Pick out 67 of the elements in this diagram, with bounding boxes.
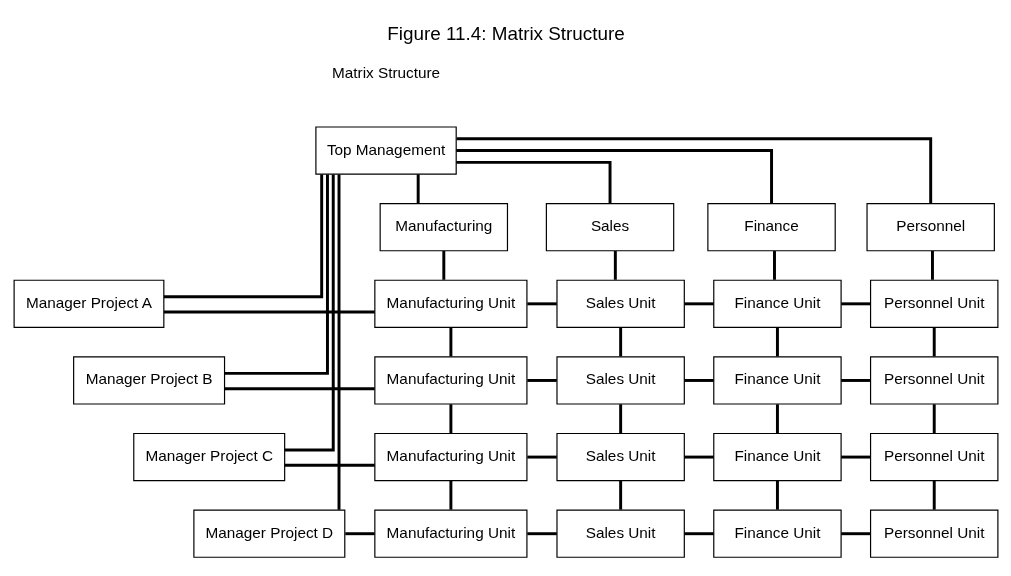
connector	[526, 301, 557, 305]
node-box: Manufacturing	[379, 202, 508, 251]
connector	[930, 250, 934, 280]
node-box: Sales Unit	[555, 279, 685, 328]
connector	[526, 378, 557, 382]
connector	[932, 480, 936, 510]
connector	[683, 378, 714, 382]
node-box: Manager Project D	[192, 509, 345, 558]
node-box: Finance Unit	[712, 355, 842, 405]
connector	[455, 148, 773, 203]
node-box: Sales Unit	[555, 355, 685, 405]
node-box: Manufacturing Unit	[373, 432, 527, 481]
connector	[840, 531, 870, 535]
connector	[840, 378, 870, 382]
connector	[613, 250, 617, 280]
node-box: Finance Unit	[712, 509, 842, 558]
connector	[932, 403, 936, 433]
node-box: Manager Project A	[13, 279, 164, 328]
connector	[683, 531, 714, 535]
diagram-title: Figure 11.4: Matrix Structure	[386, 22, 625, 44]
connector	[448, 327, 452, 356]
node-box: Sales Unit	[555, 509, 685, 558]
node-box: Personnel	[865, 202, 995, 251]
connector	[455, 160, 611, 203]
connector	[775, 327, 779, 356]
connector	[683, 455, 714, 459]
connector	[456, 136, 932, 203]
connector	[840, 301, 870, 305]
connector	[932, 327, 936, 356]
node-box: Personnel Unit	[869, 279, 998, 328]
connector	[618, 403, 622, 433]
node-box: Sales Unit	[555, 432, 685, 481]
node-box: Finance Unit	[712, 432, 842, 481]
node-box: Top Management	[314, 125, 457, 175]
connector	[772, 250, 776, 280]
node-box: Sales	[545, 202, 674, 251]
node-box: Manager Project B	[72, 355, 225, 405]
connector	[284, 463, 375, 467]
connector	[163, 310, 375, 314]
connector	[337, 174, 340, 510]
connector	[840, 455, 870, 459]
node-box: Personnel Unit	[869, 355, 998, 405]
connector	[526, 455, 557, 459]
connector	[441, 250, 445, 280]
node-box: Manufacturing Unit	[373, 509, 527, 558]
connector	[416, 173, 420, 203]
connector	[224, 173, 329, 375]
node-box: Manufacturing Unit	[373, 279, 527, 328]
connector	[284, 174, 335, 451]
node-box: Finance	[706, 202, 836, 251]
connector	[224, 386, 375, 390]
connector	[618, 327, 622, 356]
label: Matrix Structure	[331, 63, 440, 81]
connector	[775, 480, 779, 510]
connector	[344, 531, 375, 535]
node-box: Finance Unit	[712, 279, 842, 328]
connector	[775, 403, 779, 433]
connector	[448, 403, 452, 433]
connector	[618, 480, 622, 510]
connector	[163, 173, 323, 298]
node-box: Personnel Unit	[869, 432, 998, 481]
node-box: Personnel Unit	[869, 509, 998, 558]
node-box: Manufacturing Unit	[373, 355, 527, 405]
connector	[448, 480, 452, 510]
node-box: Manager Project C	[132, 432, 285, 481]
connector	[683, 301, 714, 305]
connector	[526, 531, 557, 535]
